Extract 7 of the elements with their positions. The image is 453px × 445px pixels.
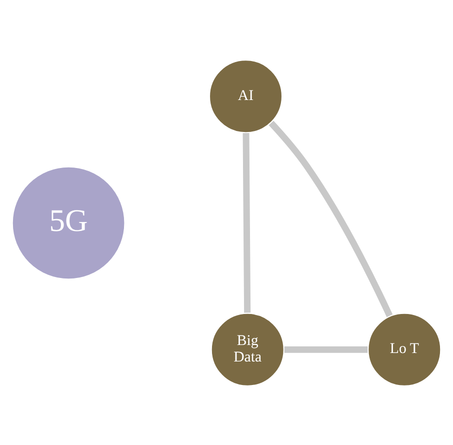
connector xyxy=(284,346,368,352)
connector xyxy=(242,132,251,312)
connector xyxy=(268,120,393,317)
node-circle: AI xyxy=(208,58,284,134)
node-circle: 5G xyxy=(11,164,126,280)
node-circle: Lo T xyxy=(366,312,442,387)
node-circle: Big Data xyxy=(210,312,286,387)
